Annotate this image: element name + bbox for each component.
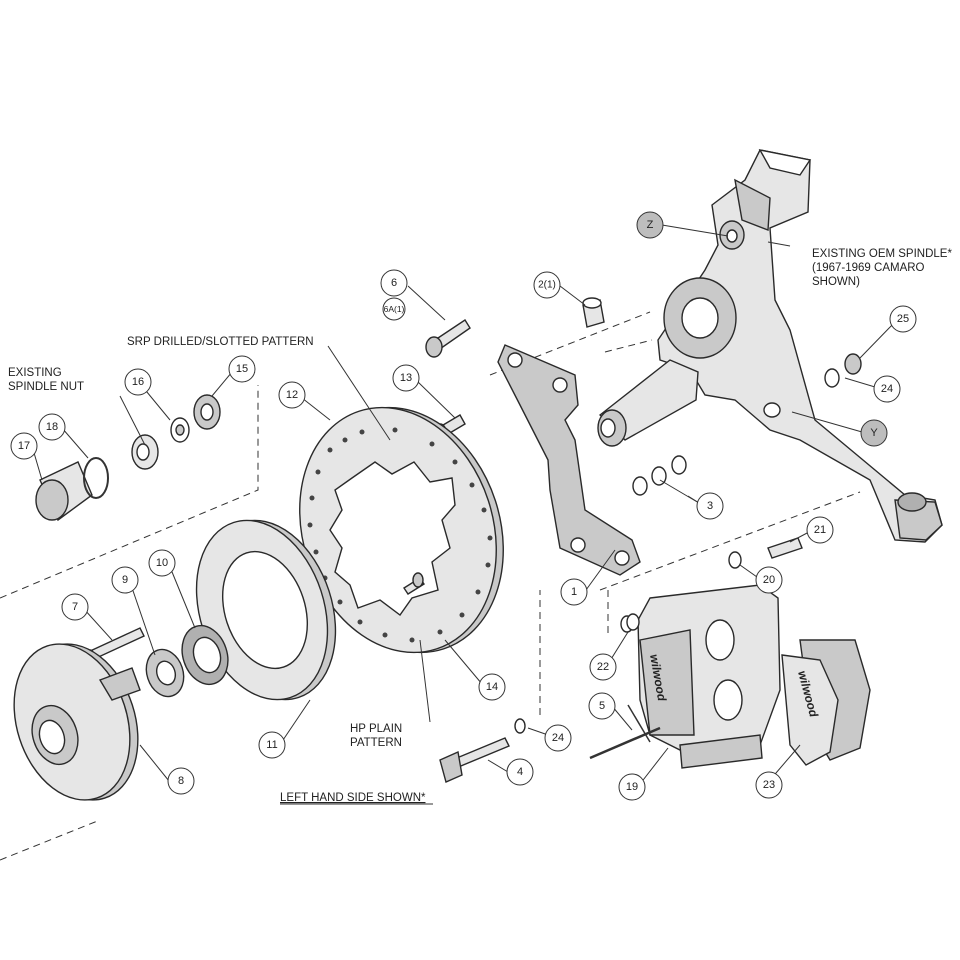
annotations: EXISTING OEM SPINDLE* (1967-1969 CAMARO … — [8, 248, 952, 805]
spindle-hardware — [824, 353, 862, 388]
svg-text:22: 22 — [597, 661, 609, 673]
svg-text:23: 23 — [763, 779, 775, 791]
rotor-drill-holes — [307, 427, 493, 643]
callout-10: 10 — [148, 549, 176, 577]
callout-22: 22 — [589, 653, 617, 681]
svg-text:Y: Y — [870, 427, 878, 439]
rotor-studs — [403, 572, 425, 595]
svg-text:1: 1 — [571, 586, 577, 598]
srp-pattern-note: SRP DRILLED/SLOTTED PATTERN — [127, 336, 314, 348]
svg-text:11: 11 — [266, 739, 277, 751]
washer — [170, 417, 190, 443]
inner-bearing — [145, 648, 185, 698]
brake-pads — [781, 639, 871, 766]
o-ring — [83, 457, 109, 499]
svg-text:2(1): 2(1) — [538, 280, 556, 291]
callout-21: 21 — [806, 516, 834, 544]
spindle-nut — [131, 434, 159, 470]
callout-6: 6 6A(1) — [380, 269, 408, 321]
shims — [632, 455, 687, 496]
callout-z: Z — [636, 211, 664, 239]
svg-text:19: 19 — [626, 781, 638, 793]
svg-text:6A(1): 6A(1) — [384, 304, 405, 314]
spindle-nut-note-line1: EXISTING — [8, 367, 62, 379]
rotor-hat — [195, 519, 337, 701]
rotor — [299, 406, 504, 654]
svg-text:8: 8 — [178, 775, 184, 787]
callout-8: 8 — [167, 767, 195, 795]
svg-text:15: 15 — [236, 363, 248, 375]
svg-text:16: 16 — [132, 376, 144, 388]
callout-y: Y — [860, 419, 888, 447]
svg-text:12: 12 — [286, 389, 298, 401]
callout-7: 7 — [61, 593, 89, 621]
caliper-bolt — [439, 718, 526, 783]
oem-spindle-note-line2: (1967-1969 CAMARO — [812, 262, 925, 274]
svg-text:20: 20 — [763, 574, 775, 586]
caliper — [637, 584, 781, 769]
callout-14: 14 — [478, 673, 506, 701]
oem-spindle-note-line1: EXISTING OEM SPINDLE* — [812, 248, 952, 260]
bearing-race — [181, 624, 229, 686]
oem-spindle-note-line3: SHOWN) — [812, 276, 860, 288]
svg-text:21: 21 — [814, 524, 826, 536]
svg-text:9: 9 — [122, 574, 128, 586]
pad-pin — [589, 704, 661, 760]
callout-24-upper: 24 — [873, 375, 901, 403]
svg-text:25: 25 — [897, 313, 909, 325]
callout-9: 9 — [111, 566, 139, 594]
svg-text:24: 24 — [552, 732, 564, 744]
svg-text:10: 10 — [156, 557, 168, 569]
svg-text:3: 3 — [707, 500, 713, 512]
outer-bearing — [193, 394, 221, 430]
callout-12: 12 — [278, 381, 306, 409]
callout-11: 11 — [258, 731, 286, 759]
oem-spindle — [597, 149, 943, 543]
dust-cap — [35, 461, 93, 522]
callouts: Z Y 1 2(1) 3 4 5 6 6A(1) 7 8 9 10 11 12 … — [10, 211, 917, 801]
svg-text:18: 18 — [46, 421, 58, 433]
svg-text:14: 14 — [486, 681, 498, 693]
callout-2-1: 2(1) — [533, 271, 561, 299]
hub — [13, 643, 141, 801]
callout-24-lower: 24 — [544, 724, 572, 752]
svg-text:6: 6 — [391, 277, 397, 289]
callout-19: 19 — [618, 773, 646, 801]
callout-13: 13 — [392, 364, 420, 392]
svg-text:13: 13 — [400, 372, 412, 384]
callout-18: 18 — [38, 413, 66, 441]
svg-text:24: 24 — [881, 383, 893, 395]
svg-text:Z: Z — [647, 219, 654, 231]
callout-20: 20 — [755, 566, 783, 594]
callout-1: 1 — [560, 578, 588, 606]
left-hand-side-note: LEFT HAND SIDE SHOWN* — [280, 792, 426, 804]
callout-3: 3 — [696, 492, 724, 520]
spacer — [582, 297, 605, 328]
svg-text:4: 4 — [517, 766, 523, 778]
svg-text:17: 17 — [18, 440, 30, 452]
caliper-bracket — [497, 344, 641, 576]
callout-5: 5 — [588, 692, 616, 720]
callout-17: 17 — [10, 432, 38, 460]
callout-23: 23 — [755, 771, 783, 799]
callout-25: 25 — [889, 305, 917, 333]
callout-16: 16 — [124, 368, 152, 396]
leader-lines — [31, 224, 896, 785]
bleeder-parts — [620, 537, 803, 633]
hp-pattern-note-line1: HP PLAIN — [350, 723, 402, 735]
hp-pattern-note-line2: PATTERN — [350, 737, 402, 749]
callout-15: 15 — [228, 355, 256, 383]
spindle-nut-note-line2: SPINDLE NUT — [8, 381, 84, 393]
svg-text:5: 5 — [599, 700, 605, 712]
bolt-6 — [425, 319, 471, 358]
callout-4: 4 — [506, 758, 534, 786]
svg-text:7: 7 — [72, 601, 78, 613]
